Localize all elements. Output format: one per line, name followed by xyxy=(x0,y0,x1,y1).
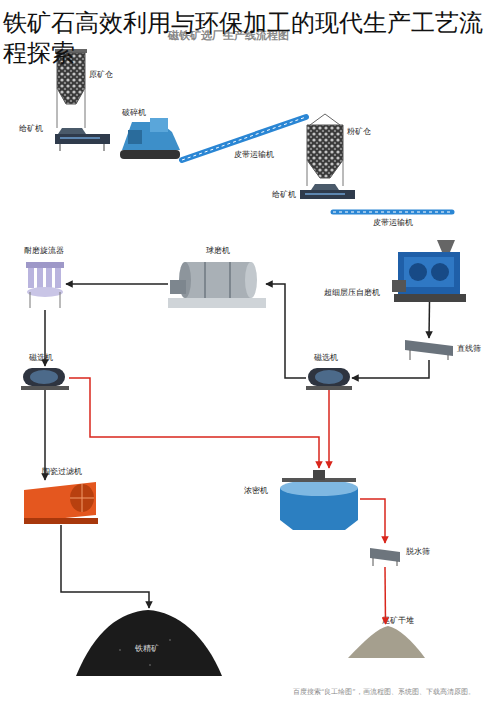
equipment-label: 粉矿仓 xyxy=(347,127,371,137)
watermark-note: 百度搜索“良工绘图”，画流程图、系统图、下载高清原图。 xyxy=(293,688,475,697)
equipment-label: 给矿机 xyxy=(19,124,43,134)
equipment-label: 超细层压自磨机 xyxy=(324,288,380,298)
equipment-label: 脱水筛 xyxy=(406,547,430,557)
equipment-label: 磁选机 xyxy=(314,353,338,363)
equipment-label: 浓密机 xyxy=(244,486,268,496)
equipment-label: 铁精矿 xyxy=(135,644,159,654)
equipment-node: 陶瓷过滤机 xyxy=(22,480,100,525)
equipment-label: 尾矿干堆 xyxy=(382,616,414,626)
equipment-label: 直线筛 xyxy=(457,344,481,354)
equipment-label: 皮带运输机 xyxy=(373,218,413,228)
equipment-node: 直线筛 xyxy=(405,338,453,360)
tailings-flow-arrow xyxy=(384,567,386,624)
equipment-node: 耐磨旋流器 xyxy=(24,258,66,310)
equipment-node: 粉矿仓 xyxy=(307,115,343,179)
equipment-node: 铁精矿 xyxy=(75,608,223,678)
equipment-node: 超细层压自磨机 xyxy=(392,240,467,302)
equipment-label: 陶瓷过滤机 xyxy=(42,467,82,477)
equipment-node: 浓密机 xyxy=(278,468,360,530)
equipment-node: 磁选机 xyxy=(306,366,352,390)
equipment-label: 球磨机 xyxy=(206,246,230,256)
material-flow-arrow xyxy=(61,525,149,608)
page-title: 铁矿石高效利用与环保加工的现代生产工艺流程探索 xyxy=(3,8,500,68)
material-flow-arrow xyxy=(66,283,168,285)
material-flow-arrow xyxy=(44,310,46,366)
tailings-flow-arrow xyxy=(69,378,319,468)
equipment-node: 给矿机 xyxy=(300,186,355,202)
material-flow-arrow xyxy=(428,302,430,338)
material-flow-arrow xyxy=(266,284,306,378)
equipment-node: 磁选机 xyxy=(21,366,69,390)
equipment-label: 皮带运输机 xyxy=(234,150,274,160)
material-flow-arrow xyxy=(352,360,429,378)
equipment-node: 脱水筛 xyxy=(368,543,402,567)
tailings-flow-arrow xyxy=(360,499,385,543)
equipment-node: 皮带运输机 xyxy=(182,116,306,162)
tailings-flow-arrow xyxy=(328,390,330,468)
equipment-label: 破碎机 xyxy=(122,108,146,118)
equipment-node: 球磨机 xyxy=(168,258,266,310)
equipment-label: 耐磨旋流器 xyxy=(24,246,64,256)
equipment-label: 给矿机 xyxy=(272,190,296,200)
equipment-node: 给矿机 xyxy=(55,128,110,146)
material-flow-arrow xyxy=(44,390,46,480)
equipment-node: 尾矿干堆 xyxy=(348,624,423,658)
equipment-label: 磁选机 xyxy=(29,353,53,363)
equipment-label: 原矿仓 xyxy=(89,70,113,80)
equipment-node: 皮带运输机 xyxy=(333,208,452,216)
equipment-node: 破碎机 xyxy=(120,118,180,160)
